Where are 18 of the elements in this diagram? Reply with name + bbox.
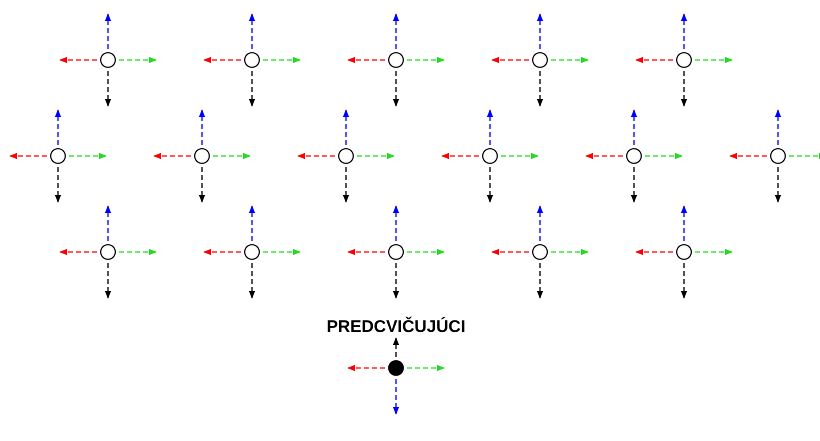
position-marker	[388, 360, 404, 376]
position-marker	[626, 148, 642, 164]
position-marker	[532, 52, 548, 68]
position-marker	[244, 52, 260, 68]
position-marker	[770, 148, 786, 164]
position-marker	[244, 244, 260, 260]
position-marker	[482, 148, 498, 164]
position-marker	[100, 244, 116, 260]
position-marker	[338, 148, 354, 164]
position-marker	[194, 148, 210, 164]
position-marker	[388, 52, 404, 68]
position-marker	[532, 244, 548, 260]
position-marker	[50, 148, 66, 164]
position-marker	[676, 244, 692, 260]
heading-label: PREDCVIČUJÚCI	[326, 317, 466, 337]
position-marker	[676, 52, 692, 68]
position-marker	[388, 244, 404, 260]
position-marker	[100, 52, 116, 68]
